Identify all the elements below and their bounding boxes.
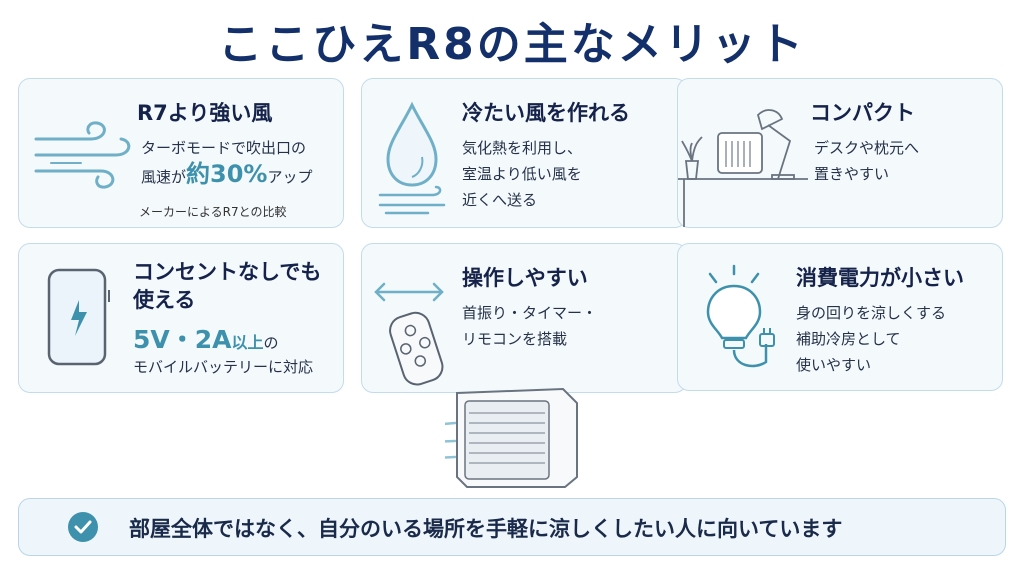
summary-text: 部屋全体ではなく、自分のいる場所を手軽に涼しくしたい人に向いています <box>129 517 843 541</box>
lightbulb-icon <box>706 264 775 368</box>
card-body: ターボモードで吹出口の 風速が約30%アップ <box>141 135 341 190</box>
card-stronger-wind: R7より強い風 ターボモードで吹出口の 風速が約30%アップ メーカーによるR7… <box>18 78 344 228</box>
card-title: 操作しやすい <box>462 266 588 290</box>
page-title: ここひえR8の主なメリット <box>218 19 806 70</box>
card-title: 冷たい風を作れる <box>462 101 630 125</box>
remote-control-icon <box>374 282 444 386</box>
card-low-power: 消費電力が小さい 身の回りを涼しくする 補助冷房として 使いやすい <box>677 243 1003 391</box>
battery-icon <box>47 268 110 366</box>
card-compact: コンパクト デスクや枕元へ 置きやすい <box>677 78 1003 228</box>
card-body: モバイルバッテリーに対応 <box>133 358 314 376</box>
card-battery: コンセントなしでも 使える 5V・2A以上の モバイルバッテリーに対応 <box>18 243 344 393</box>
wind-icon <box>34 121 131 189</box>
card-body: 首振り・タイマー・ リモコンを搭載 <box>462 304 598 348</box>
card-title: R7より強い風 <box>137 101 273 125</box>
card-body-text: ターボモードで吹出口の 風速が <box>141 139 307 186</box>
card-body-suffix: アップ <box>267 168 313 186</box>
card-title: 消費電力が小さい <box>796 266 964 290</box>
card-body: 気化熱を利用し、 室温より低い風を 近くへ送る <box>462 139 583 209</box>
check-circle-icon <box>68 512 98 542</box>
card-body: 身の回りを涼しくする 補助冷房として 使いやすい <box>796 304 947 374</box>
card-cold-air: 冷たい風を作れる 気化熱を利用し、 室温より低い風を 近くへ送る <box>361 78 687 228</box>
card-note: メーカーによるR7との比較 <box>139 205 287 219</box>
desk-scene-icon <box>678 109 808 227</box>
summary-banner: 部屋全体ではなく、自分のいる場所を手軽に涼しくしたい人に向いています <box>18 498 1006 556</box>
water-drop-icon <box>378 101 446 215</box>
spec-suffix: 以上 <box>231 333 264 352</box>
card-body: デスクや枕元へ 置きやすい <box>814 139 920 183</box>
card-title: コンセントなしでも 使える <box>133 260 322 312</box>
cooler-device-illustration <box>445 387 578 488</box>
spec-value: 5V・2A <box>133 325 232 354</box>
card-easy-operation: 操作しやすい 首振り・タイマー・ リモコンを搭載 <box>361 243 687 393</box>
highlight-value: 約30% <box>186 160 268 188</box>
card-title: コンパクト <box>810 101 915 125</box>
spec-particle: の <box>263 334 279 352</box>
spec-line: 5V・2A以上の <box>133 320 279 356</box>
